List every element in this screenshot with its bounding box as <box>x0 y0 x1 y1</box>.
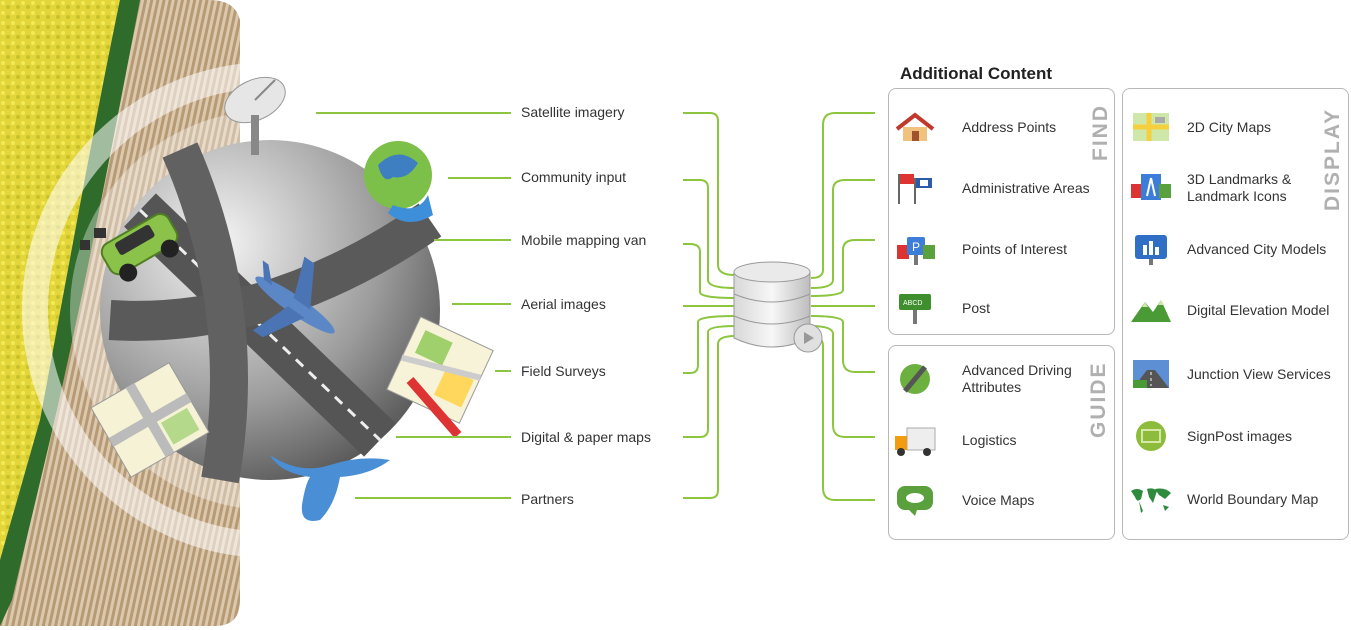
junction-view-icon <box>1129 356 1173 392</box>
flags-icon <box>893 170 937 206</box>
speech-bubble-icon <box>893 482 937 518</box>
source-digital-paper-maps: Digital & paper maps <box>521 429 651 445</box>
guide-item-voice-maps: Voice Maps <box>893 480 1034 520</box>
find-panel: FIND Address Points Administrative Areas… <box>888 88 1115 335</box>
truck-icon <box>893 422 937 458</box>
display-item-digital-elevation-model: Digital Elevation Model <box>1129 290 1329 330</box>
mountains-icon <box>1129 292 1173 328</box>
paper-map-icon <box>90 362 210 478</box>
display-item-2d-city-maps: 2D City Maps <box>1129 107 1271 147</box>
source-partners: Partners <box>521 491 574 507</box>
source-connectors <box>316 112 736 499</box>
airplane-icon <box>252 256 335 338</box>
guide-panel: GUIDE Advanced Driving Attributes Logist… <box>888 345 1115 540</box>
svg-text:ABCD: ABCD <box>903 300 922 307</box>
database-icon <box>733 261 823 353</box>
signpost-icon <box>1129 418 1173 454</box>
find-item-administrative-areas: Administrative Areas <box>893 168 1090 208</box>
poi-sign-icon: P <box>893 231 937 267</box>
source-mobile-mapping-van: Mobile mapping van <box>521 232 647 248</box>
find-item-address-points: Address Points <box>893 107 1056 147</box>
source-field-surveys: Field Surveys <box>521 363 606 379</box>
landmark-icon <box>1129 170 1173 206</box>
svg-text:P: P <box>912 240 920 254</box>
display-item-advanced-city-models: Advanced City Models <box>1129 229 1326 269</box>
post-sign-icon: ABCD <box>893 290 937 326</box>
partners-drip-icon <box>270 455 390 521</box>
mapping-van-icon <box>100 213 179 282</box>
display-item-world-boundary-map: World Boundary Map <box>1129 479 1318 519</box>
guide-title: GUIDE <box>1087 361 1110 438</box>
community-globe-icon <box>364 141 433 223</box>
pen-icon <box>406 377 462 438</box>
house-icon <box>893 109 937 145</box>
source-satellite-imagery: Satellite imagery <box>521 104 625 120</box>
display-title: DISPLAY <box>1321 107 1344 211</box>
satellite-dish-icon <box>224 76 286 155</box>
road-globe-icon <box>893 361 937 397</box>
display-item-signpost-images: SignPost images <box>1129 416 1292 456</box>
source-aerial-images: Aerial images <box>521 296 606 312</box>
find-item-points-of-interest: P Points of Interest <box>893 229 1067 269</box>
camera-icon <box>80 240 90 250</box>
globe-illustration <box>80 76 494 521</box>
guide-item-advanced-driving-attributes: Advanced Driving Attributes <box>893 359 1082 399</box>
source-community-input: Community input <box>521 169 627 185</box>
find-item-post: ABCD Post <box>893 288 990 328</box>
city-map-icon <box>1129 109 1173 145</box>
display-item-3d-landmarks: 3D Landmarks & Landmark Icons <box>1129 168 1307 208</box>
world-map-icon <box>1129 481 1173 517</box>
field-survey-map-icon <box>386 316 494 424</box>
display-panel: DISPLAY 2D City Maps 3D Landmarks & Land… <box>1122 88 1349 540</box>
find-title: FIND <box>1089 104 1112 161</box>
guide-item-logistics: Logistics <box>893 420 1016 460</box>
additional-content-heading: Additional Content <box>900 64 1053 83</box>
city-model-icon <box>1129 231 1173 267</box>
display-item-junction-view-services: Junction View Services <box>1129 354 1331 394</box>
